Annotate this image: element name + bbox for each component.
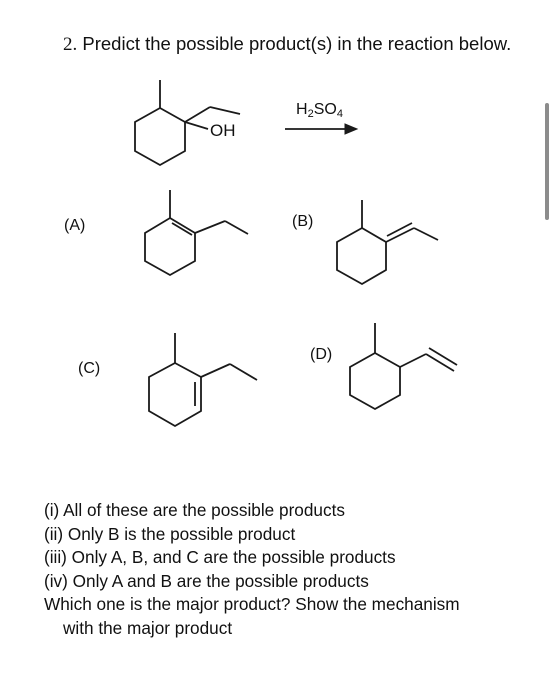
reagent-sub-2: 2 (307, 108, 314, 120)
product-d-vinyl-1 (399, 353, 427, 368)
option-i: (i) All of these are the possible produc… (44, 500, 345, 520)
ethyl-bond-2 (209, 106, 241, 115)
product-c-ring (148, 361, 202, 428)
question-title: 2. Predict the possible product(s) in th… (63, 33, 511, 56)
product-b-ethylidene-methyl (413, 227, 439, 241)
reagent-sub-4: 4 (336, 108, 343, 120)
product-a-ethyl-2 (224, 220, 249, 235)
product-b-structure (336, 200, 439, 286)
question-text: Predict the possible product(s) in the r… (82, 33, 512, 54)
hydroxyl-bond (184, 121, 209, 130)
product-d-vinyl-double (428, 347, 458, 366)
arrow-head (344, 123, 359, 135)
product-b-ring (336, 226, 387, 286)
option-iii: (iii) Only A, B, and C are the possible … (44, 547, 396, 567)
product-a-ethyl-1 (194, 220, 226, 234)
choice-d-label: (D) (310, 346, 333, 363)
starting-material-structure (134, 80, 241, 167)
reagent-h: H (296, 101, 308, 118)
product-c-ethyl-2 (229, 363, 258, 381)
cyclohexane-ring (134, 106, 186, 167)
product-d-structure (349, 323, 458, 411)
product-a-ring (144, 216, 196, 277)
choice-a-label: (A) (64, 217, 86, 234)
product-c-structure (148, 333, 258, 428)
option-iv: (iv) Only A and B are the possible produ… (44, 570, 369, 591)
product-c-ethyl-1 (200, 363, 231, 378)
vertical-scrollbar[interactable] (545, 103, 549, 220)
choice-b-label: (B) (292, 213, 314, 230)
reaction-arrow (285, 123, 359, 135)
follow-up-question-line2: with the major product (63, 617, 233, 638)
option-ii: (ii) Only B is the possible product (44, 523, 296, 544)
follow-up-question-line1: Which one is the major product? Show the… (44, 594, 460, 614)
hydroxyl-label: OH (210, 121, 236, 140)
choice-c-label: (C) (78, 360, 101, 377)
ethyl-bond-1 (184, 106, 211, 123)
reagent-so: SO (313, 101, 337, 118)
product-d-vinyl-2 (425, 353, 455, 372)
reagent-label: H2SO4 (296, 101, 343, 120)
product-b-exo-double-2 (386, 222, 413, 237)
product-b-exo-double-1 (385, 227, 415, 243)
product-d-ring (349, 351, 401, 411)
product-a-double-bond (171, 222, 193, 236)
product-a-structure (144, 190, 249, 277)
question-number: 2. (63, 34, 78, 55)
answer-options: (i) All of these are the possible produc… (44, 499, 460, 640)
